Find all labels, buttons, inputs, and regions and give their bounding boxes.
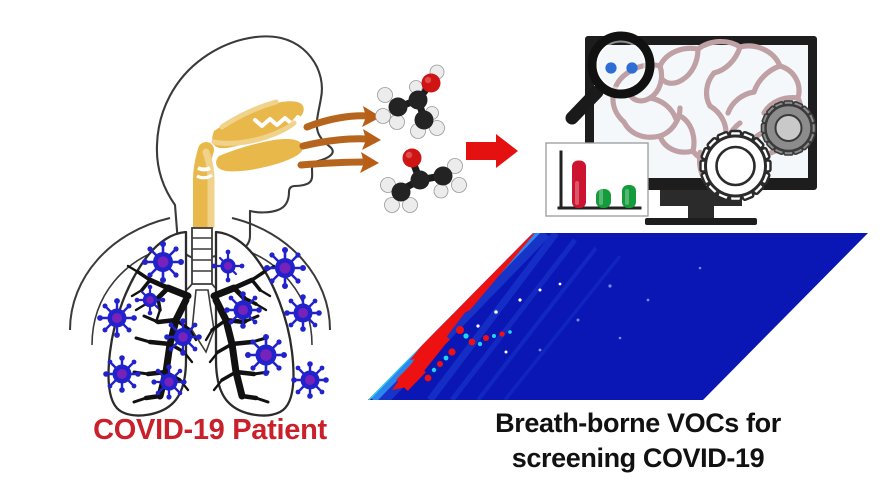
virus-particle [211, 249, 245, 283]
bar-chart-inset [545, 142, 649, 217]
bar-3 [622, 185, 636, 208]
hydrogen-atoms [380, 158, 467, 213]
virus-particle [224, 291, 262, 329]
oxygen-atom [402, 148, 422, 168]
virus-particle [284, 294, 322, 332]
oxygen-atom [421, 73, 441, 93]
gear-outline [699, 129, 772, 203]
carbon-atoms [388, 90, 434, 130]
torso-outline [69, 217, 331, 346]
virus-particle [291, 361, 329, 399]
bar-2 [596, 189, 611, 208]
virus-particle [103, 355, 141, 393]
chart-bars [572, 160, 636, 208]
virus-particle [134, 284, 166, 316]
virus-particle [97, 298, 137, 338]
dot-2 [626, 62, 638, 74]
vocs-caption-line-1: Breath-borne VOCs for [495, 408, 781, 438]
dot-1 [605, 62, 617, 74]
virus-particle [245, 334, 287, 376]
magnifier-icon [565, 31, 655, 125]
bar-1 [572, 160, 586, 208]
virus-particle [151, 364, 187, 400]
vocs-caption: Breath-borne VOCs for screening COVID-19 [418, 406, 858, 476]
vocs-caption-line-2: screening COVID-19 [511, 443, 765, 473]
virus-particle [164, 318, 202, 356]
virus-particle [142, 241, 184, 283]
gear-filled [760, 100, 817, 156]
virus-particle [264, 247, 306, 289]
chart-axes [557, 150, 642, 210]
carbon-atoms [391, 166, 453, 202]
patient-caption: COVID-19 Patient [93, 414, 327, 446]
airway-anatomy [193, 99, 304, 236]
virus-particles [97, 241, 329, 400]
